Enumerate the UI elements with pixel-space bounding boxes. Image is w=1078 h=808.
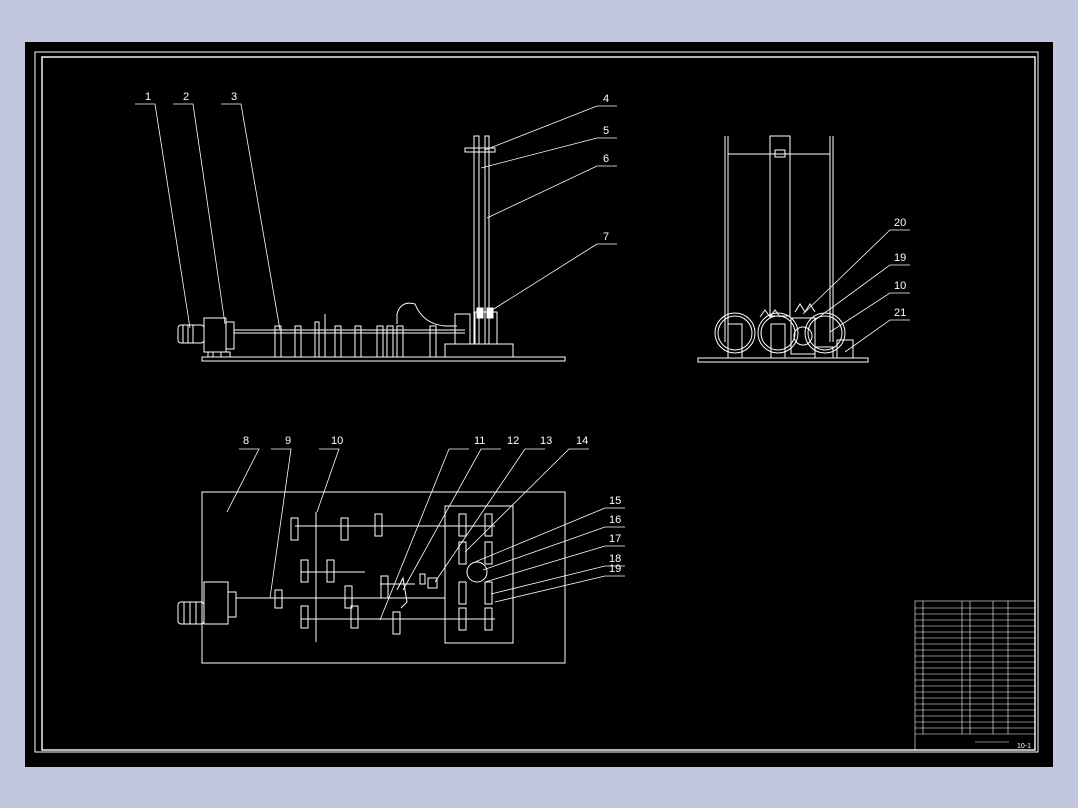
plan-base-plate: [201, 491, 566, 664]
side-roller-middle: [757, 312, 799, 354]
callout-17: 17: [609, 533, 621, 545]
callout-7: 7: [603, 231, 609, 243]
front-link: [396, 302, 457, 327]
callout-9: 9: [285, 435, 291, 447]
title-block: [914, 600, 1036, 751]
callout-21: 21: [894, 307, 906, 319]
callout-13: 13: [540, 435, 552, 447]
callout-11: 11: [474, 435, 485, 447]
callout-12: 12: [507, 435, 519, 447]
callout-8: 8: [243, 435, 249, 447]
callout-1: 1: [145, 91, 151, 103]
side-view: [697, 135, 869, 363]
callout-6: 6: [603, 153, 609, 165]
callout-14: 14: [576, 435, 588, 447]
callout-15: 15: [609, 495, 621, 507]
side-roller-left: [714, 312, 756, 354]
callout-10: 10: [331, 435, 343, 447]
callout-2: 2: [183, 91, 189, 103]
plan-sub-plate: [444, 505, 514, 644]
callout-18: 18: [609, 553, 621, 565]
callout-19-side: 19: [894, 252, 906, 264]
callout-19: 19: [609, 563, 621, 575]
callout-10-side: 10: [894, 280, 906, 292]
callout-labels: 1 2 3 4 5 6 7 8 9 10 11 12 13 14 15 16 1…: [145, 91, 906, 575]
outer-border: [34, 51, 1039, 753]
plan-motor: [177, 581, 237, 625]
callout-3: 3: [231, 91, 237, 103]
callout-20: 20: [894, 217, 906, 229]
inner-border: [41, 56, 1036, 751]
callout-4: 4: [603, 93, 609, 105]
front-motor: [177, 317, 235, 358]
drawing-number: 10-1: [1017, 743, 1031, 750]
side-base-plate: [697, 357, 869, 363]
plan-bearing-blocks: [274, 513, 493, 635]
cad-drawing: 1 2 3 4 5 6 7 8 9 10 11 12 13 14 15 16 1…: [34, 51, 1039, 753]
front-bearings: [274, 314, 437, 358]
plan-view: [177, 491, 566, 664]
front-base-plate: [201, 356, 566, 362]
front-guide-columns: [464, 135, 496, 345]
side-center-column: [769, 135, 791, 317]
front-view: [177, 135, 566, 362]
callout-5: 5: [603, 125, 609, 137]
callout-16: 16: [609, 514, 621, 526]
front-tower-base: [444, 343, 514, 358]
cad-viewport[interactable]: 1 2 3 4 5 6 7 8 9 10 11 12 13 14 15 16 1…: [25, 42, 1053, 767]
callout-leaders: [135, 103, 910, 621]
drawing-frame: [34, 51, 1039, 753]
parts-list-rows: [915, 607, 1035, 729]
side-gearbox: [790, 317, 816, 355]
plan-center-gear: [466, 561, 488, 583]
